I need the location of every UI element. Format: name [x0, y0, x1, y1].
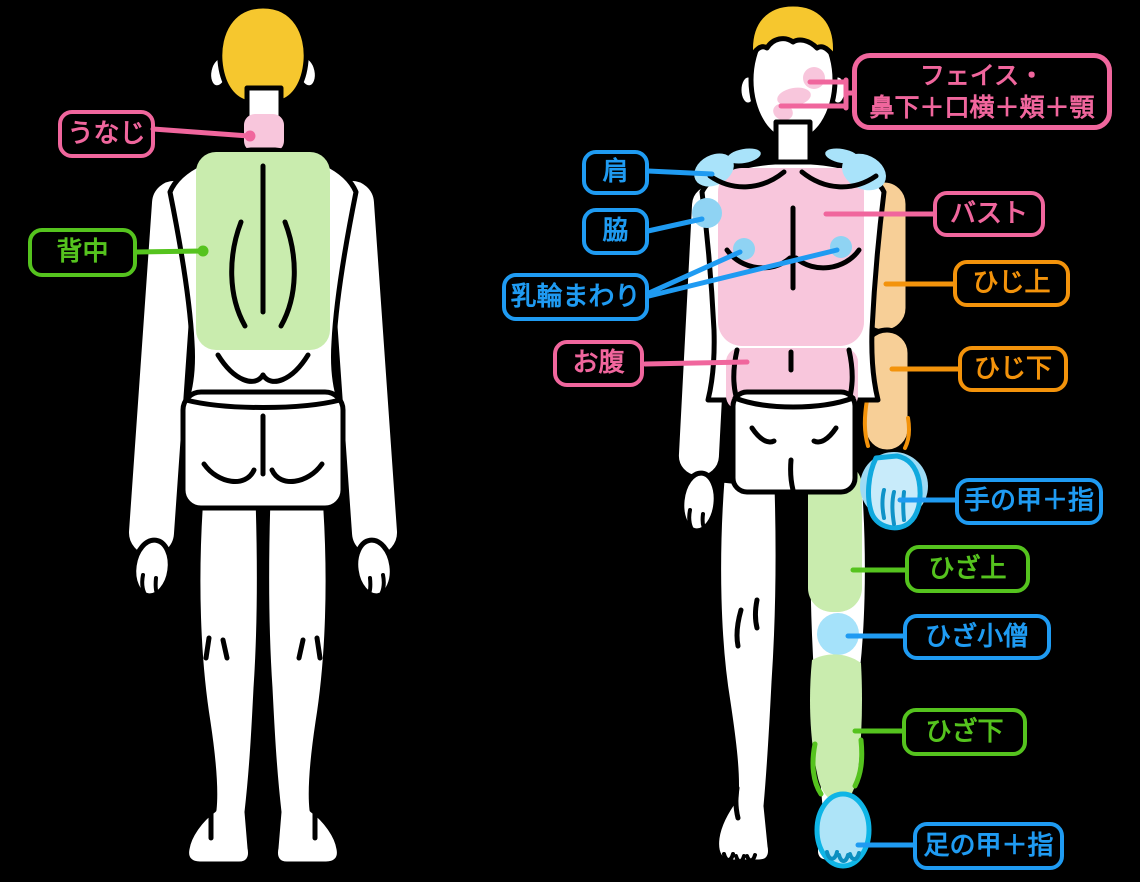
label-unaji: うなじ [58, 110, 155, 158]
under-nose-highlight [777, 87, 811, 107]
label-kata: 肩 [582, 150, 649, 195]
label-hiza-shita: ひざ下 [902, 708, 1027, 756]
areola-right-highlight [830, 236, 852, 258]
kneecap-highlight [817, 613, 859, 655]
leg-right-back [264, 493, 342, 867]
label-bust: バスト [933, 191, 1045, 237]
nape-highlight [244, 114, 284, 152]
hand-left-front [679, 470, 719, 534]
label-nyurin-mawari: 乳輪まわり [502, 273, 649, 321]
label-onaka: お腹 [553, 340, 644, 387]
leg-left-back [184, 493, 262, 867]
label-hiza-kozou: ひざ小僧 [903, 614, 1051, 660]
armpit-highlight [692, 198, 722, 228]
above-knee-highlight [808, 462, 862, 612]
figure-front-view [673, 1, 928, 869]
label-hiji-shita: ひじ下 [958, 346, 1068, 392]
connector-lines [133, 77, 962, 848]
label-hiza-ue: ひざ上 [905, 545, 1030, 593]
label-face: フェイス・ 鼻下＋口横＋頬＋顎 [852, 53, 1112, 130]
label-hiji-ue: ひじ上 [953, 260, 1070, 307]
cheek-highlight [803, 67, 825, 89]
shoulder-left-highlight [694, 153, 734, 187]
figure-back-view [123, 3, 403, 867]
label-te-no-kou-yubi: 手の甲＋指 [955, 478, 1103, 525]
label-waki: 脇 [582, 208, 649, 255]
foot-highlight [814, 791, 872, 869]
label-senaka: 背中 [28, 228, 137, 277]
leg-left-front [714, 477, 781, 865]
below-knee-highlight [810, 654, 862, 802]
label-ashi-no-kou-yubi: 足の甲＋指 [913, 822, 1064, 870]
hair-front [748, 1, 838, 61]
